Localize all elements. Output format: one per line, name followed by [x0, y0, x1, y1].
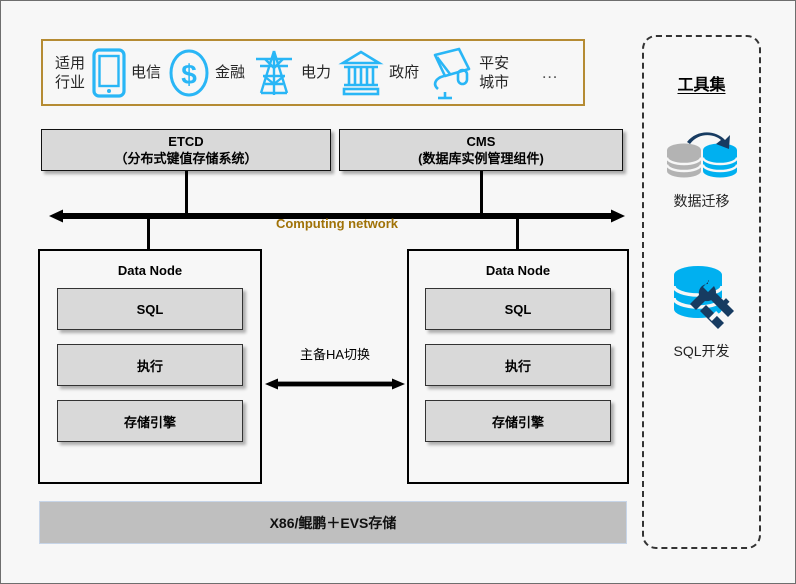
data-node-right-storage-engine: 存储引擎	[425, 400, 611, 442]
tool-label-sql-development: SQL开发	[673, 343, 730, 359]
tool-label-data-migration: 数据迁移	[673, 193, 730, 209]
industry-banner: 适用 行业 电信 $ 金融	[41, 39, 585, 106]
industry-label-finance: 金融	[215, 64, 246, 81]
data-node-left-executor: 执行	[57, 344, 243, 386]
cms-box: CMS (数据库实例管理组件)	[339, 129, 623, 171]
tool-item-data-migration[interactable]: 数据迁移	[644, 129, 759, 211]
toolset-panel: 工具集	[642, 35, 761, 549]
infrastructure-bar: X86/鲲鹏＋EVS存储	[39, 501, 627, 544]
industry-item-power: 电力	[251, 47, 337, 99]
industry-item-finance: $ 金融	[167, 47, 251, 99]
sql-development-icon	[671, 266, 734, 329]
industry-item-government: 政府	[337, 47, 425, 99]
industry-label-telecom: 电信	[131, 64, 162, 81]
data-node-right: Data Node SQL 执行 存储引擎	[407, 249, 629, 484]
etcd-box: ETCD （分布式键值存储系统）	[41, 129, 331, 171]
cms-subtitle: (数据库实例管理组件)	[418, 151, 544, 166]
industry-label-government: 政府	[389, 64, 420, 81]
cms-connector-line	[480, 171, 483, 216]
industry-label-safe-city: 平安 城市	[479, 54, 510, 91]
ha-switch-label: 主备HA切换	[299, 347, 371, 362]
data-node-left-sql: SQL	[57, 288, 243, 330]
dollar-circle-icon: $	[169, 49, 209, 96]
industry-item-telecom: 电信	[91, 47, 167, 99]
left-node-connector-line	[147, 216, 150, 250]
computing-network-arrow	[49, 209, 625, 223]
right-node-connector-line	[516, 216, 519, 250]
data-node-left-storage-engine: 存储引擎	[57, 400, 243, 442]
power-tower-icon	[256, 50, 293, 95]
phone-icon	[92, 47, 126, 98]
industry-label-power: 电力	[301, 64, 332, 81]
computing-network-label: Computing network	[275, 216, 399, 231]
government-icon	[338, 49, 384, 95]
cctv-camera-icon	[433, 47, 471, 99]
data-node-left-title: Data Node	[117, 263, 183, 278]
etcd-connector-line	[185, 171, 188, 216]
etcd-subtitle: （分布式键值存储系统）	[114, 151, 258, 166]
tool-item-sql-development[interactable]: SQL开发	[644, 259, 759, 361]
data-node-left: Data Node SQL 执行 存储引擎	[38, 249, 262, 484]
ha-switch-arrow	[265, 378, 405, 390]
industry-item-safe-city: 平安 城市	[425, 45, 515, 101]
data-migration-icon	[665, 132, 738, 178]
etcd-title: ETCD	[168, 134, 204, 149]
svg-text:$: $	[181, 59, 197, 90]
data-node-right-title: Data Node	[485, 263, 551, 278]
industry-more-ellipsis: …	[541, 62, 561, 82]
toolset-title: 工具集	[677, 77, 726, 94]
data-node-right-executor: 执行	[425, 344, 611, 386]
data-node-right-sql: SQL	[425, 288, 611, 330]
cms-title: CMS	[466, 134, 496, 149]
industry-banner-label: 适用 行业	[55, 54, 86, 91]
